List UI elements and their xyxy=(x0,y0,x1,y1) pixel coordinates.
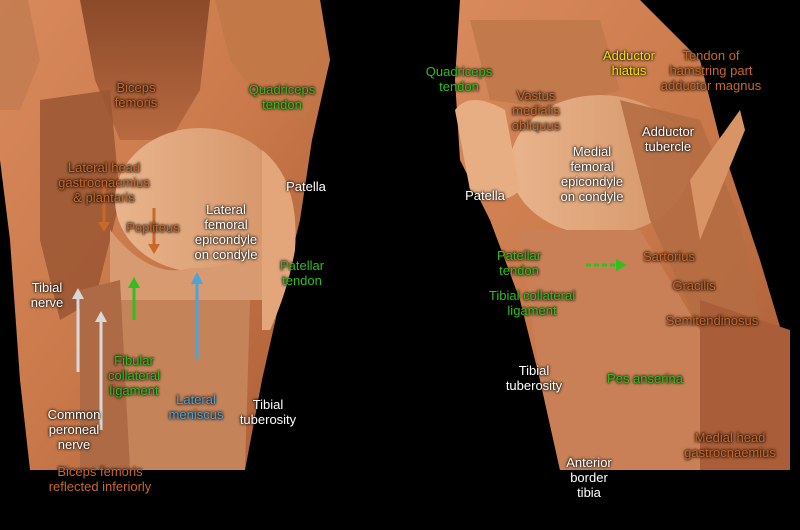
label-gracilis: Gracilis xyxy=(672,278,716,293)
label-popliteus: Popliteus xyxy=(126,220,180,235)
label-patella-left: Patella xyxy=(286,179,326,194)
label-pes-anserina: Pes anserina xyxy=(607,371,683,386)
label-patella-right: Patella xyxy=(465,188,505,203)
annotation-arrows xyxy=(72,185,627,430)
label-semitendinosus: Semitendinosus xyxy=(665,313,759,328)
label-sartorius: Sartorius xyxy=(642,249,696,264)
left-knee-lateral-view xyxy=(0,0,330,470)
knee-dissection-illustration xyxy=(0,0,790,470)
right-knee-medial-view xyxy=(455,0,790,470)
